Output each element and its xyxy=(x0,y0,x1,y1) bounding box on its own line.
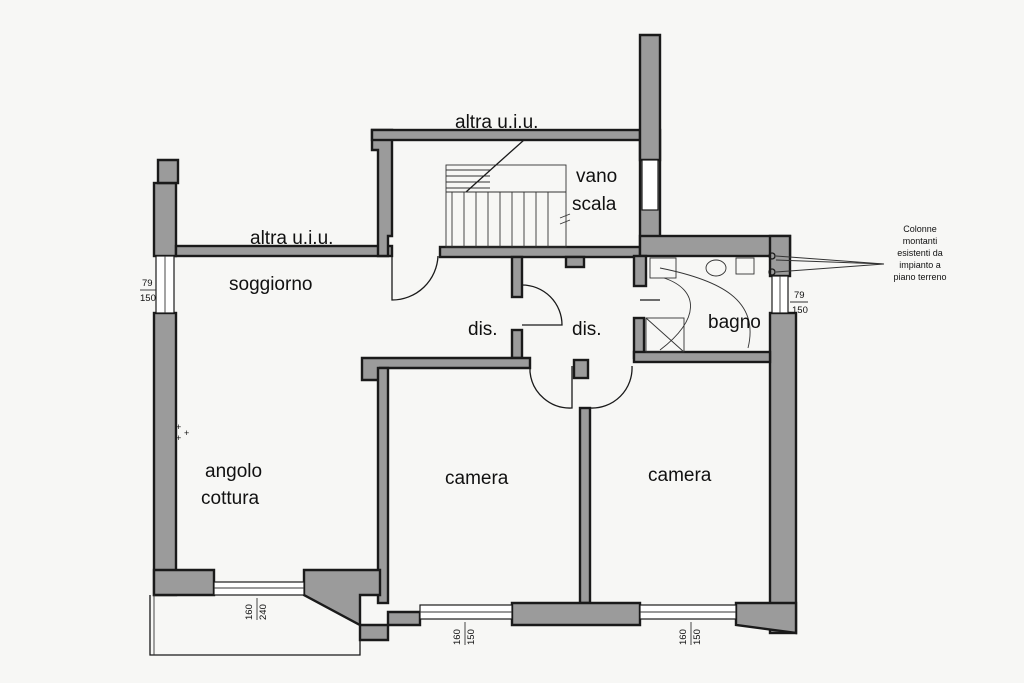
wall-hall-partition-lower xyxy=(510,328,524,360)
riser-pipe xyxy=(768,252,776,260)
stairs xyxy=(445,139,571,248)
label-bedroom-right: camera xyxy=(648,465,712,486)
leader-3 xyxy=(775,263,885,273)
note-line2: montanti xyxy=(903,236,938,246)
dim-bath-height: 150 xyxy=(792,305,808,316)
svg-text:+: + xyxy=(176,422,181,432)
label-bath: bagno xyxy=(708,312,761,333)
note-line5: piano terreno xyxy=(893,272,946,282)
leader-1 xyxy=(775,255,885,265)
bathroom-fixtures xyxy=(645,252,776,353)
wall-left-stub xyxy=(156,158,180,185)
toilet xyxy=(705,259,727,277)
svg-text:+: + xyxy=(176,433,181,443)
label-other-unit-top: altra u.i.u. xyxy=(455,112,538,133)
dim-bedroom-center-width: 160 xyxy=(452,629,463,645)
room-labels: altra u.i.u. altra u.i.u. vano scala sog… xyxy=(201,112,761,509)
label-other-unit-left: altra u.i.u. xyxy=(250,228,333,249)
dim-bath-width: 79 xyxy=(794,290,805,301)
dim-bedroom-center-height: 150 xyxy=(466,629,477,645)
dim-kitchen-width: 160 xyxy=(244,604,255,620)
wall-bottom-kitchen-right xyxy=(302,568,422,642)
wall-bath-left-upper xyxy=(632,254,648,288)
dim-bedroom-right-width: 160 xyxy=(678,629,689,645)
wall-right-column xyxy=(638,33,662,162)
label-bedroom-center: camera xyxy=(445,468,509,489)
leader-2 xyxy=(775,259,885,265)
wall-hall-partition-upper xyxy=(510,255,524,299)
wall-bottom-center-a xyxy=(510,601,642,627)
door-entrance-swing xyxy=(391,255,439,301)
dim-bedroom-right-height: 150 xyxy=(692,629,703,645)
stair-arrow xyxy=(465,139,525,193)
balcony-outline xyxy=(149,595,361,656)
window-kitchen-bottom xyxy=(213,581,305,596)
note-line3: esistenti da xyxy=(897,248,943,258)
wall-bath-bottom xyxy=(632,350,772,364)
doors xyxy=(391,255,660,409)
label-stair-line1: vano xyxy=(576,166,617,187)
dim-kitchen-height: 240 xyxy=(258,604,269,620)
label-stair-line2: scala xyxy=(572,194,617,215)
wall-right-lower xyxy=(768,311,798,635)
wall-stair-bottom xyxy=(438,245,642,259)
stair-outline xyxy=(445,164,567,248)
door-bedroom-right-swing xyxy=(589,365,633,409)
door-hall-swing xyxy=(521,284,563,326)
kitchen-plumbing-icon: + + + xyxy=(176,422,189,443)
label-hall-right: dis. xyxy=(572,319,602,340)
window-stair-right xyxy=(641,159,659,211)
stair-break-b xyxy=(559,219,571,225)
label-kitchen-line1: angolo xyxy=(205,461,262,482)
sink xyxy=(649,257,677,279)
wall-bedroom-divider-lower xyxy=(578,406,592,605)
note-line4: impianto a xyxy=(899,260,941,270)
note-leaders xyxy=(775,255,885,273)
shower-diagonal xyxy=(645,317,685,353)
dim-living-width: 79 xyxy=(142,278,153,289)
walls xyxy=(152,33,798,642)
riser-note: Colonne montanti esistenti da impianto a… xyxy=(893,224,946,282)
wall-bedroom-center-left xyxy=(376,366,390,605)
label-kitchen-line2: cottura xyxy=(201,488,260,509)
dim-living-height: 150 xyxy=(140,293,156,304)
window-dimensions: 79 150 79 150 160 240 160 150 160 150 xyxy=(140,278,808,645)
svg-text:+: + xyxy=(184,428,189,438)
label-living: soggiorno xyxy=(229,274,312,295)
stair-break-a xyxy=(559,213,571,219)
bidet xyxy=(735,257,755,275)
plumbing-line-a xyxy=(659,277,691,351)
shower-tray xyxy=(645,317,685,353)
riser-pipe-2 xyxy=(768,268,776,276)
wall-left-lower xyxy=(152,311,178,597)
windows xyxy=(149,159,789,656)
wall-left-upper xyxy=(152,181,178,258)
wall-bedroom-divider xyxy=(572,358,590,380)
wall-stair-bottom-notch xyxy=(564,255,586,269)
wall-stair-left xyxy=(370,128,394,258)
wall-bottom-right-a xyxy=(734,601,798,635)
wall-living-top xyxy=(174,244,394,258)
wall-bath-top xyxy=(638,234,792,258)
stair-treads xyxy=(446,169,549,247)
label-hall-left: dis. xyxy=(468,319,498,340)
door-bedroom-center-swing xyxy=(529,366,573,409)
plumbing-line-b xyxy=(659,267,751,349)
wall-bottom-left xyxy=(152,568,216,597)
note-line1: Colonne xyxy=(903,224,937,234)
